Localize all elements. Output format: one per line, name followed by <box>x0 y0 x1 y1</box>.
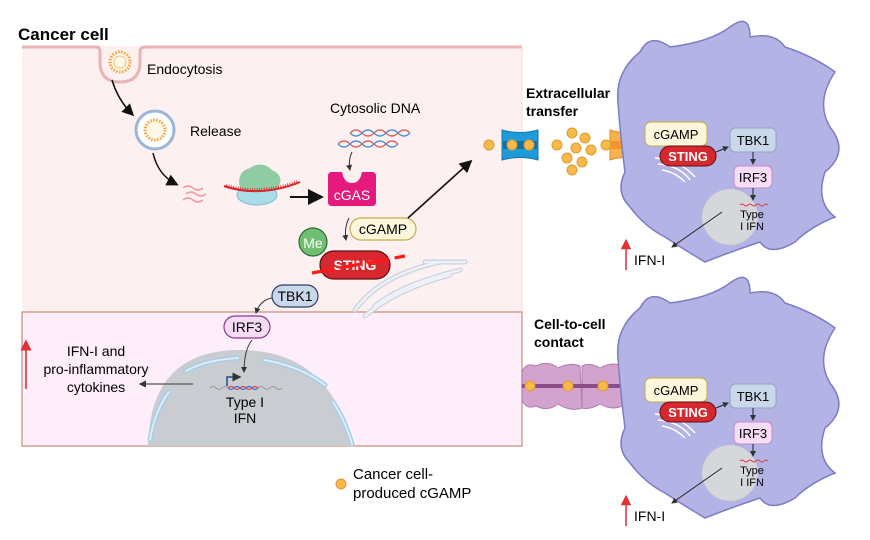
cgamp-dot <box>566 164 578 176</box>
cgamp-dot <box>570 142 582 154</box>
arrow-irf3-to-gene <box>241 339 253 373</box>
arrow-release-to-rna <box>152 152 179 186</box>
output-label-line3: cytokines <box>67 379 125 395</box>
irf3-label: IRF3 <box>739 426 767 441</box>
tbk1-label: TBK1 <box>737 133 770 148</box>
arrow-cgas-to-sting <box>342 217 350 241</box>
methyl-label: Me <box>303 235 323 251</box>
nucleus <box>147 350 355 447</box>
cancer-cell <box>21 45 523 447</box>
irf3-label: IRF3 <box>739 170 767 185</box>
tbk1-badge <box>271 284 319 308</box>
cgamp-dot <box>597 380 609 392</box>
sting-label: STING <box>668 405 708 420</box>
dna-helix-icon <box>337 129 411 148</box>
cgamp-dot <box>562 380 574 392</box>
output-label-line1: IFN-I and <box>67 343 125 359</box>
cgamp-dot <box>566 127 578 139</box>
cgamp-dot <box>585 144 597 156</box>
cgamp-badge <box>349 217 417 241</box>
cgamp-label: cGAMP <box>654 127 699 142</box>
cgamp-dot <box>524 380 536 392</box>
arrow-gene-to-output <box>671 467 723 504</box>
inhibition-strike <box>311 254 406 275</box>
cgamp-dot <box>483 139 495 151</box>
gene-label-line2: I IFN <box>740 221 764 233</box>
gene-label-line2: IFN <box>234 410 257 426</box>
cgamp-label: cGAMP <box>359 221 407 237</box>
gene-promoter-icon <box>209 372 283 391</box>
cgamp-label: cGAMP <box>654 383 699 398</box>
irf3-label: IRF3 <box>232 319 263 335</box>
cgas-label: cGAS <box>334 187 371 203</box>
cgamp-dot <box>576 156 588 168</box>
release-label: Release <box>190 123 242 139</box>
output-label-line2: pro-inflammatory <box>43 361 148 377</box>
contact-label-line2: contact <box>534 334 584 350</box>
cgas-enzyme <box>328 172 376 206</box>
immune-cell-body <box>616 20 840 263</box>
irf3-badge <box>223 315 271 339</box>
arrow-sting-to-tbk1 <box>715 146 729 153</box>
ifn-output-label: IFN-I <box>634 252 665 268</box>
cgamp-dot <box>523 139 535 151</box>
gene-icon <box>739 203 769 207</box>
cgamp-dot <box>551 139 563 151</box>
gene-label-line2: I IFN <box>740 477 764 489</box>
cgamp-dot <box>600 139 612 151</box>
immune-nucleus <box>701 188 759 246</box>
legend-label-line2: produced cGAMP <box>353 485 471 502</box>
cytosolic-dna-label: Cytosolic DNA <box>330 100 421 116</box>
immune-nucleus <box>701 444 759 502</box>
cgamp-exporter-channel <box>501 129 539 161</box>
cell-membrane <box>22 45 522 84</box>
extracellular-label-line1: Extracellular <box>526 85 611 101</box>
arrow-cgamp-export <box>407 159 473 219</box>
cgamp-dot <box>561 152 573 164</box>
arrow-dna-to-cgas <box>346 151 353 171</box>
arrow-sting-to-tbk1 <box>715 402 729 409</box>
sting-label: STING <box>668 149 708 164</box>
tbk1-label: TBK1 <box>277 288 312 304</box>
gene-icon <box>739 459 769 463</box>
cancer-cell-title: Cancer cell <box>18 25 109 44</box>
gene-label-line1: Type I <box>226 394 264 410</box>
endocytosis-label: Endocytosis <box>147 61 222 77</box>
arrow-endocytosis-to-release <box>111 79 135 117</box>
cgamp-dot <box>579 132 591 144</box>
contact-label-line1: Cell-to-cell <box>534 316 606 332</box>
legend-label-line1: Cancer cell- <box>353 466 433 483</box>
arrow-tbk1-to-irf3 <box>254 297 273 314</box>
ifn-output-label: IFN-I <box>634 508 665 524</box>
methyl-badge <box>298 227 328 257</box>
extracellular-label-line2: transfer <box>526 103 579 119</box>
sting-protein <box>659 145 717 167</box>
arrow-gene-to-output <box>671 211 723 248</box>
ribosome-icon <box>223 164 301 206</box>
virus-particle-icon <box>108 50 132 74</box>
gene-label-line1: Type <box>740 465 764 477</box>
tbk1-label: TBK1 <box>737 389 770 404</box>
rna-fragments-icon <box>182 185 207 203</box>
legend-cgamp-dot <box>335 478 347 490</box>
gene-label-line1: Type <box>740 209 764 221</box>
immune-cell-body <box>616 276 840 519</box>
endosome-icon <box>134 109 176 151</box>
sting-protein <box>659 401 717 423</box>
cgamp-dot <box>506 139 518 151</box>
